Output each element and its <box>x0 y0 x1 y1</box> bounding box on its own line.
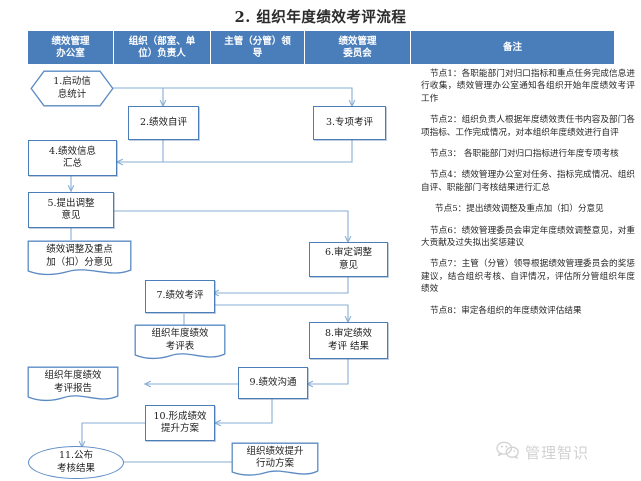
node-performance-evaluation[interactable]: 7.绩效考评 <box>145 280 215 313</box>
node-line: 考评报告 <box>53 382 92 394</box>
node-line: 9.绩效沟通 <box>249 376 297 388</box>
node-line: 绩效调整及重点 <box>46 244 113 255</box>
remarks-column: 节点1：各职能部门对归口指标和重点任务完成信息进行收集，绩效管理办公室通知各组织… <box>421 68 635 326</box>
node-line: 11.公布 <box>58 450 94 461</box>
doc-adjustment-and-bonus-opinion[interactable]: 绩效调整及重点 加（扣）分意见 <box>27 240 132 278</box>
node-line: 息统计 <box>57 88 87 100</box>
remark-node-4: 节点4：绩效管理办公室对任务、指标完成情况、组织自评、职能部门考核结果进行汇总 <box>421 170 635 193</box>
remark-node-7: 节点7：主管（分管）领导根据绩效管理委员会的奖惩建议，结合组织考核、自评情况，评… <box>421 259 635 295</box>
header-line: 导 <box>252 47 263 59</box>
remark-node-1: 节点1：各职能部门对归口指标和重点任务完成信息进行收集，绩效管理办公室通知各组织… <box>421 69 635 104</box>
node-label: 7.绩效考评 <box>156 290 203 303</box>
node-label: 10.形成绩效 提升方案 <box>153 411 206 436</box>
node-line: 意见 <box>61 210 81 221</box>
node-approve-evaluation-result[interactable]: 8.审定绩效 考评 结果 <box>309 322 388 359</box>
header-line: 组织（部室、单 <box>128 35 196 47</box>
header-line: 主管（分管）领 <box>224 35 291 47</box>
header-line: 位）负责人 <box>138 47 186 59</box>
node-line: 10.形成绩效 <box>153 410 207 422</box>
node-label: 11.公布 考核结果 <box>57 450 95 475</box>
header-line: 绩效管理 <box>51 35 90 47</box>
node-publish-result[interactable]: 11.公布 考核结果 <box>28 446 124 479</box>
node-label: 3.专项考评 <box>326 117 373 130</box>
remark-node-6: 节点6：绩效管理委员会审定年度绩效调整意见，对重大贡献及过失拟出奖惩建议 <box>421 225 635 249</box>
doc-label: 组织年度绩效 考评表 <box>134 324 226 362</box>
remark-node-2: 节点2：组织负责人根据年度绩效责任书内容及部门各项指标、工作完成情况，对本组织年… <box>421 115 635 138</box>
header-line: 绩效管理 <box>338 35 377 47</box>
page-title: 2. 组织年度绩效考评流程 <box>234 9 407 26</box>
remark-node-8: 节点8：审定各组织的年度绩效评估结果 <box>430 305 582 316</box>
header-line: 备注 <box>502 41 522 53</box>
header-col-org-leader: 组织（部室、单 位）负责人 <box>114 31 211 64</box>
node-special-assessment[interactable]: 3.专项考评 <box>313 106 386 140</box>
node-line: 汇总 <box>62 158 82 169</box>
doc-improvement-action-plan[interactable]: 组织绩效提升 行动方案 <box>231 442 319 479</box>
node-line: 4.绩效信息 <box>48 145 97 157</box>
node-line: 加（扣）分意见 <box>46 256 113 268</box>
doc-label: 组织绩效提升 行动方案 <box>231 442 319 479</box>
header-col-performance-office: 绩效管理 办公室 <box>28 31 114 64</box>
node-line: 意见 <box>338 259 358 271</box>
header-col-performance-committee: 绩效管理 委员会 <box>305 31 411 64</box>
doc-label: 组织年度绩效 考评报告 <box>27 366 119 404</box>
header-col-supervising-leader: 主管（分管）领 导 <box>211 31 305 64</box>
node-label: 1.启动信 息统计 <box>30 70 114 107</box>
wechat-icon <box>496 441 520 464</box>
watermark-label: 管理智识 <box>525 444 590 462</box>
node-label: 2.绩效自评 <box>140 117 187 130</box>
node-line: 2.绩效自评 <box>139 116 188 128</box>
header-line: 委员会 <box>343 47 372 59</box>
node-self-evaluation[interactable]: 2.绩效自评 <box>128 106 199 140</box>
node-label: 9.绩效沟通 <box>249 377 296 390</box>
node-label: 4.绩效信息 汇总 <box>49 146 96 171</box>
node-label: 6.审定调整 意见 <box>325 247 372 272</box>
node-line: 6.审定调整 <box>324 247 373 258</box>
watermark: 管理智识 <box>496 441 589 464</box>
node-propose-adjustment[interactable]: 5.提出调整 意见 <box>28 192 114 228</box>
node-performance-communication[interactable]: 9.绩效沟通 <box>238 367 308 399</box>
node-line: 考评表 <box>165 340 195 352</box>
node-line: 组织年度绩效 <box>44 370 102 381</box>
node-line: 7.绩效考评 <box>156 290 204 302</box>
header-line: 办公室 <box>56 47 85 59</box>
node-line: 组织年度绩效 <box>151 328 209 339</box>
doc-label: 绩效调整及重点 加（扣）分意见 <box>27 240 132 278</box>
node-form-improvement-plan[interactable]: 10.形成绩效 提升方案 <box>145 405 215 441</box>
doc-annual-evaluation-form[interactable]: 组织年度绩效 考评表 <box>134 324 226 362</box>
node-line: 行动方案 <box>255 458 294 469</box>
header-col-remarks: 备注 <box>411 31 614 64</box>
node-line: 5.提出调整 <box>47 197 95 209</box>
node-line: 8.审定绩效 <box>324 328 373 339</box>
doc-annual-evaluation-report[interactable]: 组织年度绩效 考评报告 <box>27 366 119 404</box>
remark-node-3: 节点3： 各职能部门对归口指标进行年度专项考核 <box>430 149 619 160</box>
node-line: 提升方案 <box>160 423 199 434</box>
node-approve-adjustment[interactable]: 6.审定调整 意见 <box>309 242 388 277</box>
node-performance-info-summary[interactable]: 4.绩效信息 汇总 <box>28 140 117 176</box>
node-line: 考核结果 <box>56 462 95 474</box>
node-start-info-statistics[interactable]: 1.启动信 息统计 <box>30 70 114 107</box>
node-line: 组织绩效提升 <box>246 445 304 457</box>
node-label: 5.提出调整 意见 <box>47 198 94 223</box>
node-label: 8.审定绩效 考评 结果 <box>325 328 372 353</box>
remark-node-5: 节点5：提出绩效调整及重点加（扣）分意见 <box>435 204 604 215</box>
node-line: 1.启动信 <box>53 76 91 87</box>
node-line: 3.专项考评 <box>325 116 374 128</box>
node-line: 考评 结果 <box>327 340 369 352</box>
